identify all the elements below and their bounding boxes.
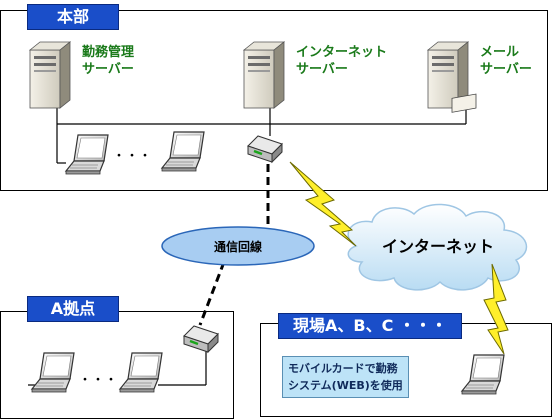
internet-label: インターネット bbox=[382, 237, 494, 256]
line-label: 通信回線 bbox=[214, 239, 262, 254]
internet-server-icon bbox=[243, 41, 285, 109]
hq-laptop-1-icon bbox=[65, 134, 109, 175]
hq-router-icon bbox=[246, 134, 284, 164]
branch-a-title: A拠点 bbox=[27, 296, 119, 322]
attendance-server-label: 勤務管理 サーバー bbox=[82, 45, 135, 77]
lightning-icon bbox=[289, 161, 357, 247]
hq-title: 本部 bbox=[27, 4, 119, 30]
hq-laptop-2-icon bbox=[161, 131, 205, 172]
hq-ellipsis: ・・・ bbox=[112, 149, 151, 164]
branch-router-icon bbox=[182, 324, 220, 354]
dedicated-line bbox=[198, 164, 270, 326]
site-title: 現場A、B、C ・・・ bbox=[278, 313, 462, 339]
site-laptop-icon bbox=[461, 354, 505, 395]
attendance-server-icon bbox=[29, 41, 71, 109]
lightning-icon-2 bbox=[483, 263, 509, 355]
internet-server-label: インターネット サーバー bbox=[296, 45, 388, 77]
branch-laptop-1-icon bbox=[31, 352, 75, 393]
mail-server-icon bbox=[427, 41, 477, 113]
branch-ellipsis: ・・・ bbox=[78, 373, 117, 388]
branch-laptop-2-icon bbox=[119, 352, 163, 393]
cloud-icon bbox=[347, 203, 528, 291]
mail-server-label: メール サーバー bbox=[480, 45, 532, 77]
site-note: モバイルカードで勤務 システム(WEB)を使用 bbox=[282, 356, 409, 398]
line-oval bbox=[161, 226, 315, 266]
